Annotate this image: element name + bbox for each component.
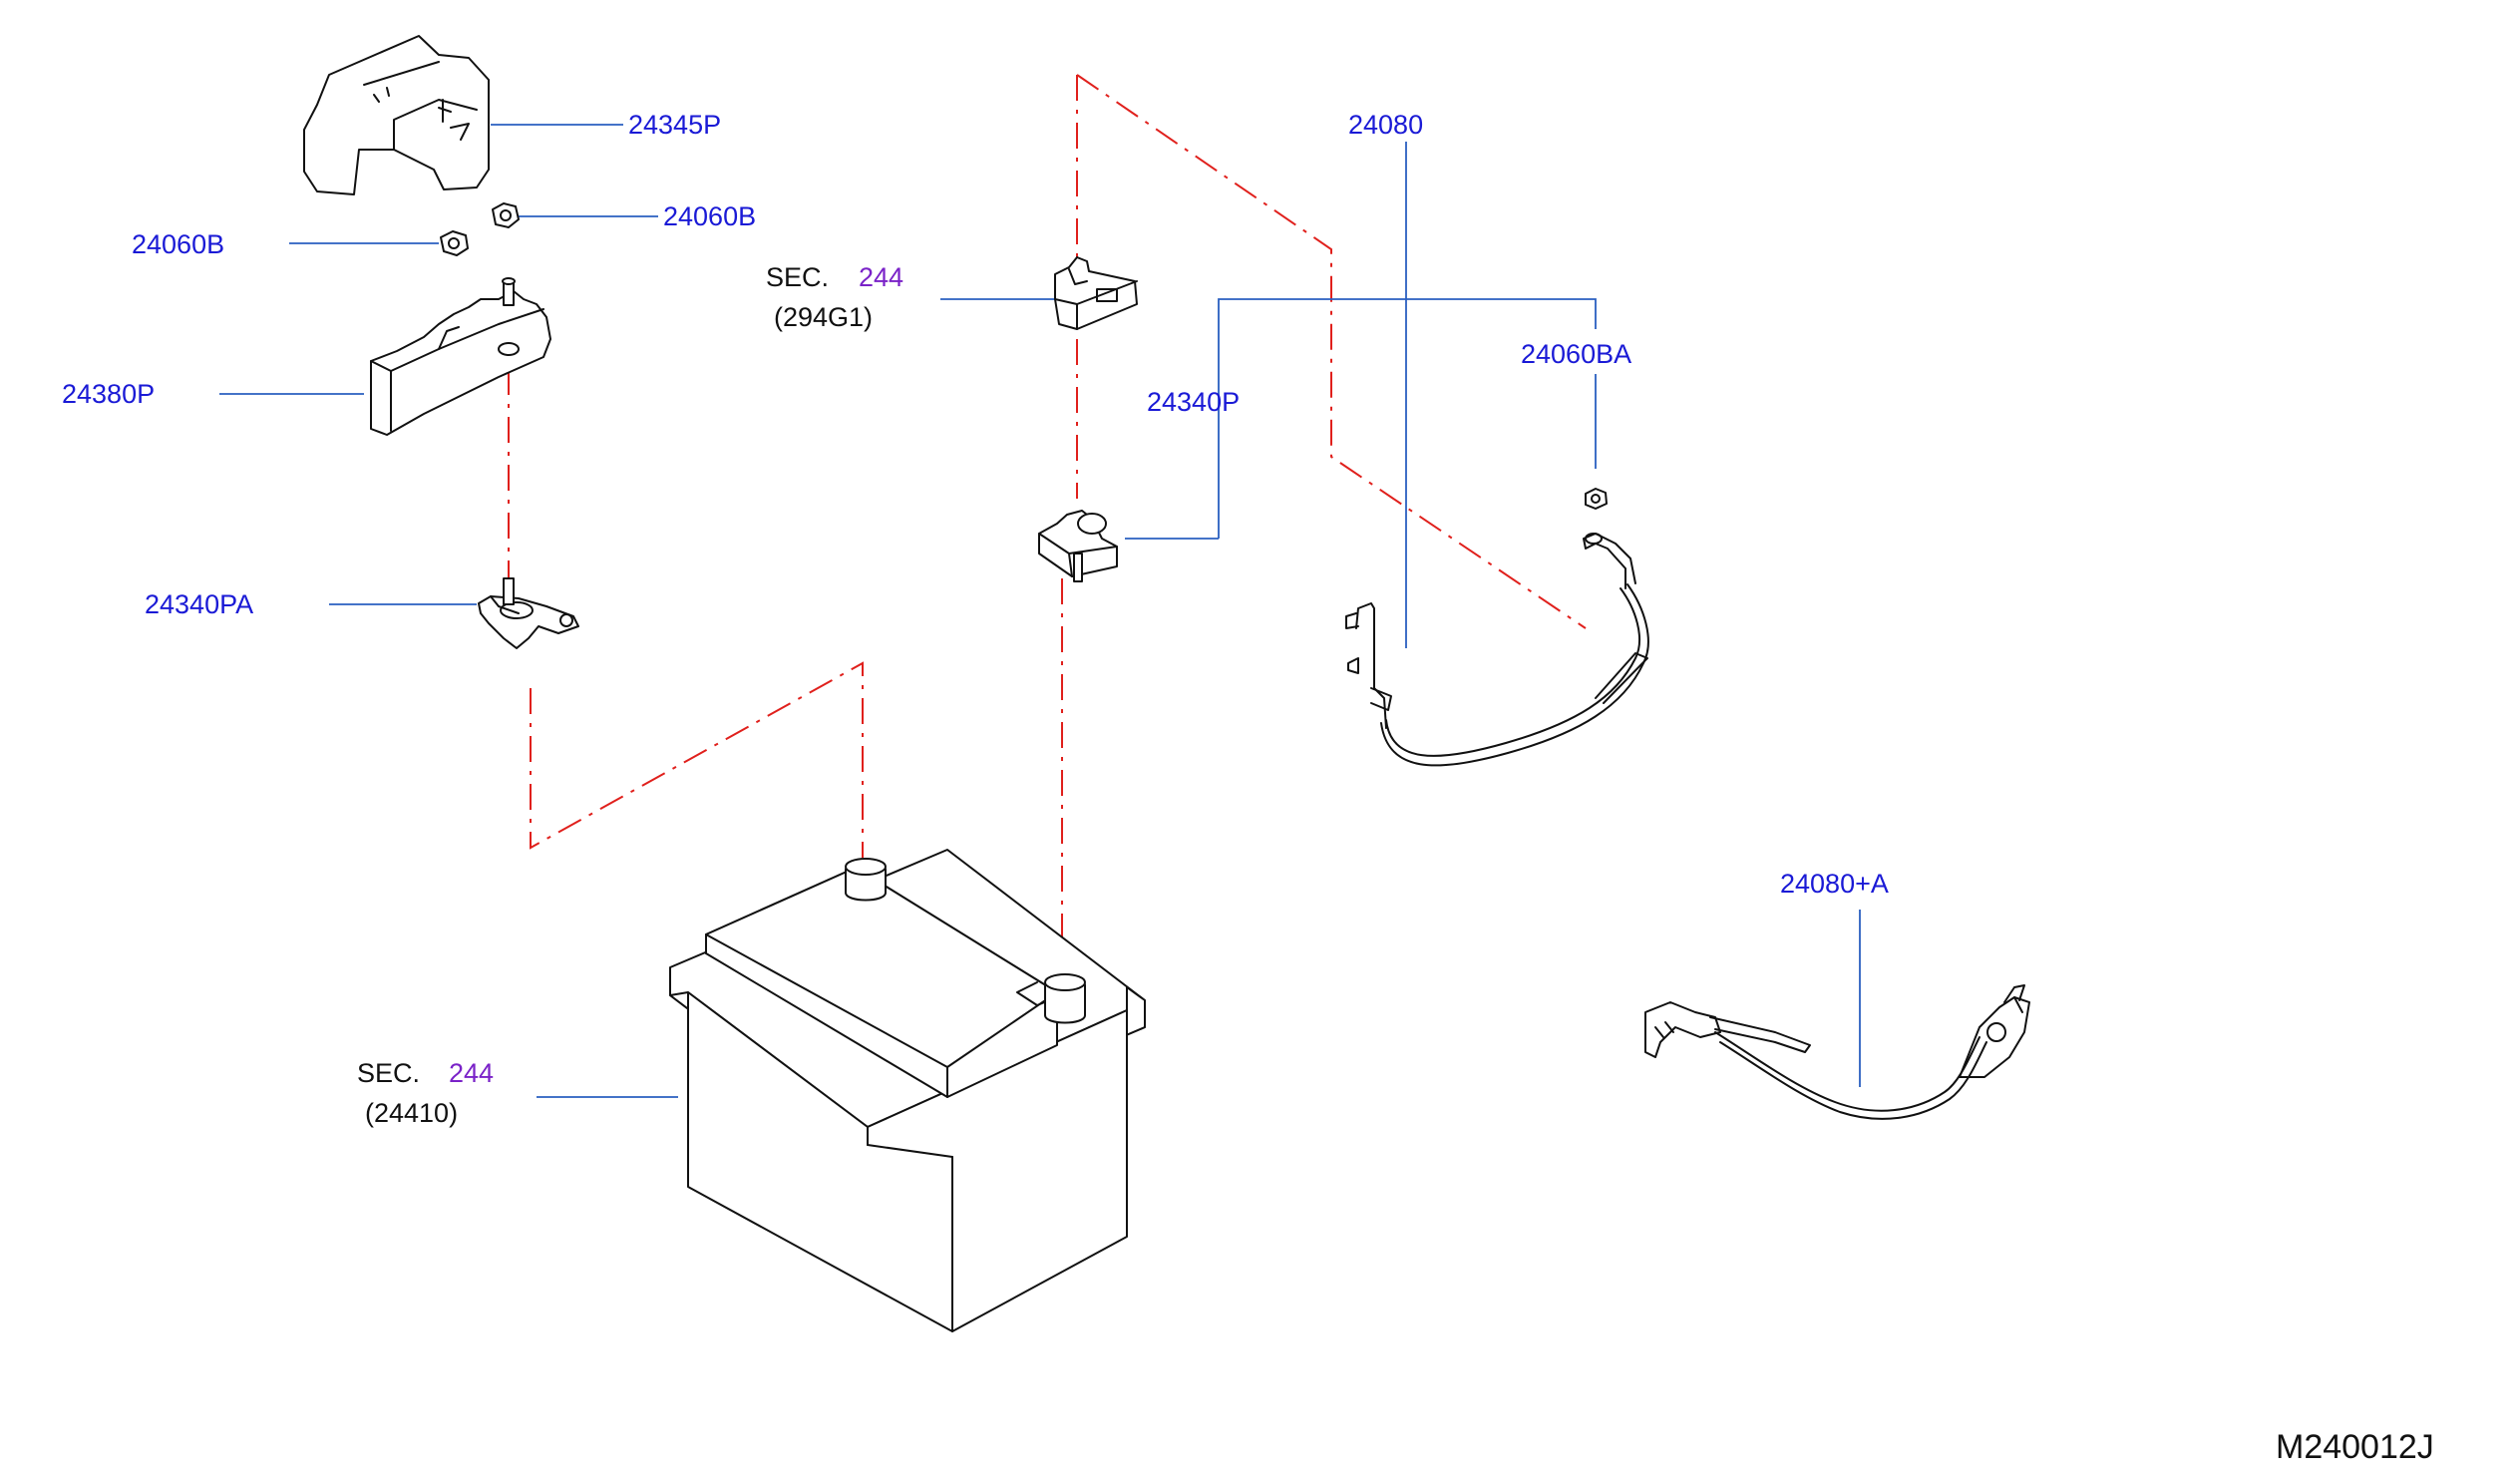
label-24080[interactable]: 24080: [1348, 110, 1424, 140]
label-24060BA[interactable]: 24060BA: [1521, 339, 1632, 369]
negative-terminal-cover[interactable]: [1054, 256, 1138, 330]
label-24380P[interactable]: 24380P: [62, 379, 156, 409]
label-24345P[interactable]: 24345P: [628, 110, 722, 140]
terminal-holder[interactable]: [370, 277, 551, 436]
section-number[interactable]: 244: [859, 262, 904, 292]
label-24060B-left[interactable]: 24060B: [132, 229, 225, 259]
alignment-lines: [508, 74, 1587, 967]
label-24080A[interactable]: 24080+A: [1780, 869, 1889, 899]
section-sub-number: (24410): [365, 1098, 459, 1128]
leader-lines: [219, 124, 1861, 1098]
nut-left[interactable]: [440, 230, 469, 256]
label-24060B-right[interactable]: 24060B: [663, 201, 757, 231]
terminal-cover[interactable]: [303, 35, 490, 195]
label-24340PA[interactable]: 24340PA: [145, 589, 254, 619]
section-number[interactable]: 244: [449, 1058, 495, 1088]
section-prefix: SEC.: [766, 262, 830, 292]
battery-cable-24080A[interactable]: [1644, 984, 2030, 1120]
section-prefix: SEC.: [357, 1058, 421, 1088]
label-24340P[interactable]: 24340P: [1147, 387, 1241, 417]
nut-right[interactable]: [492, 202, 520, 228]
section-sub-number: (294G1): [774, 302, 874, 332]
negative-terminal-clamp[interactable]: [1038, 510, 1118, 582]
battery[interactable]: [669, 849, 1146, 1332]
positive-terminal-clamp[interactable]: [478, 577, 579, 649]
diagram-code: M240012J: [2276, 1428, 2434, 1466]
battery-cable-24080[interactable]: [1345, 488, 1649, 767]
